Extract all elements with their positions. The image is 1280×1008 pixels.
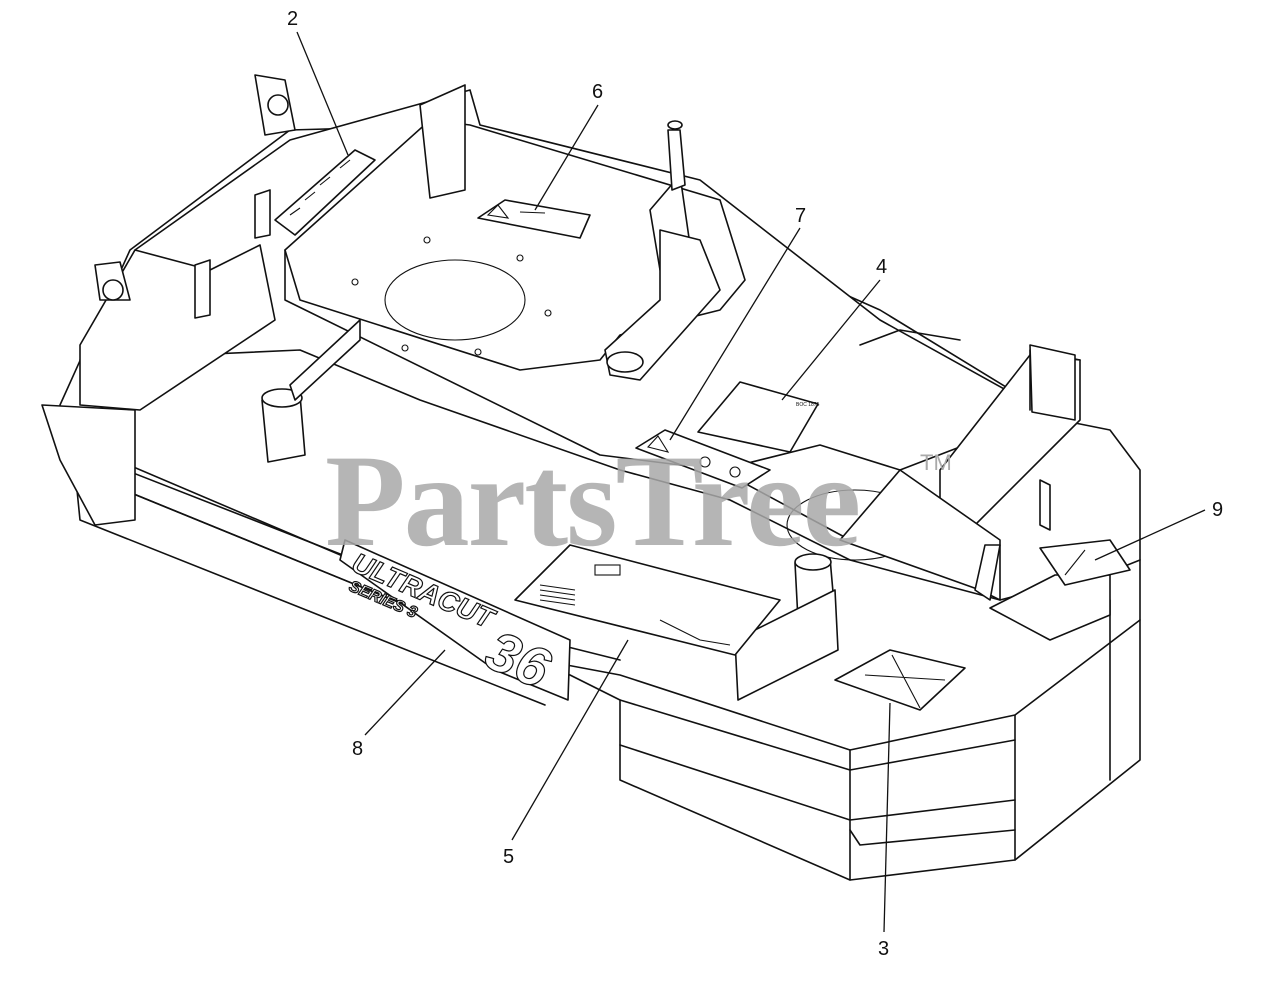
callout-4-label: 4 (876, 256, 887, 278)
decal-5 (514, 544, 781, 656)
callout-3-leader (883, 702, 891, 933)
callout-8-label: 8 (352, 738, 363, 760)
decal-4: BOC 1875 (697, 381, 820, 453)
callout-3[interactable]: 3 (878, 702, 891, 960)
callout-2-leader (296, 31, 349, 156)
callout-9[interactable]: 9 (1094, 499, 1223, 561)
callout-4[interactable]: 4 (781, 256, 887, 401)
watermark: PartsTree TM (325, 427, 952, 574)
callout-3-label: 3 (878, 938, 889, 960)
callout-6-label: 6 (592, 81, 603, 103)
callout-7[interactable]: 7 (669, 205, 806, 441)
decal-4-code: BOC 1875 (796, 402, 820, 408)
callouts: 2 6 7 4 9 8 5 3 (287, 8, 1223, 960)
callout-2-label: 2 (287, 8, 298, 30)
decal-6 (477, 199, 591, 239)
watermark-tm: TM (920, 450, 952, 475)
callout-2[interactable]: 2 (287, 8, 349, 156)
callout-6[interactable]: 6 (534, 81, 603, 211)
callout-8-leader (364, 649, 446, 736)
callout-4-leader (781, 279, 881, 401)
decal-2 (274, 149, 376, 236)
callout-9-leader (1094, 509, 1206, 561)
callout-7-label: 7 (795, 205, 806, 227)
callout-9-label: 9 (1212, 499, 1223, 521)
watermark-text: PartsTree (325, 427, 859, 574)
callout-6-leader (534, 104, 599, 211)
callout-5-leader (511, 639, 629, 841)
callout-8[interactable]: 8 (352, 649, 446, 760)
decal-3 (834, 649, 966, 711)
callout-5-label: 5 (503, 846, 514, 868)
decal-9 (989, 539, 1131, 641)
callout-7-leader (669, 227, 801, 441)
decal-7 (635, 429, 771, 489)
callout-5[interactable]: 5 (503, 639, 629, 868)
